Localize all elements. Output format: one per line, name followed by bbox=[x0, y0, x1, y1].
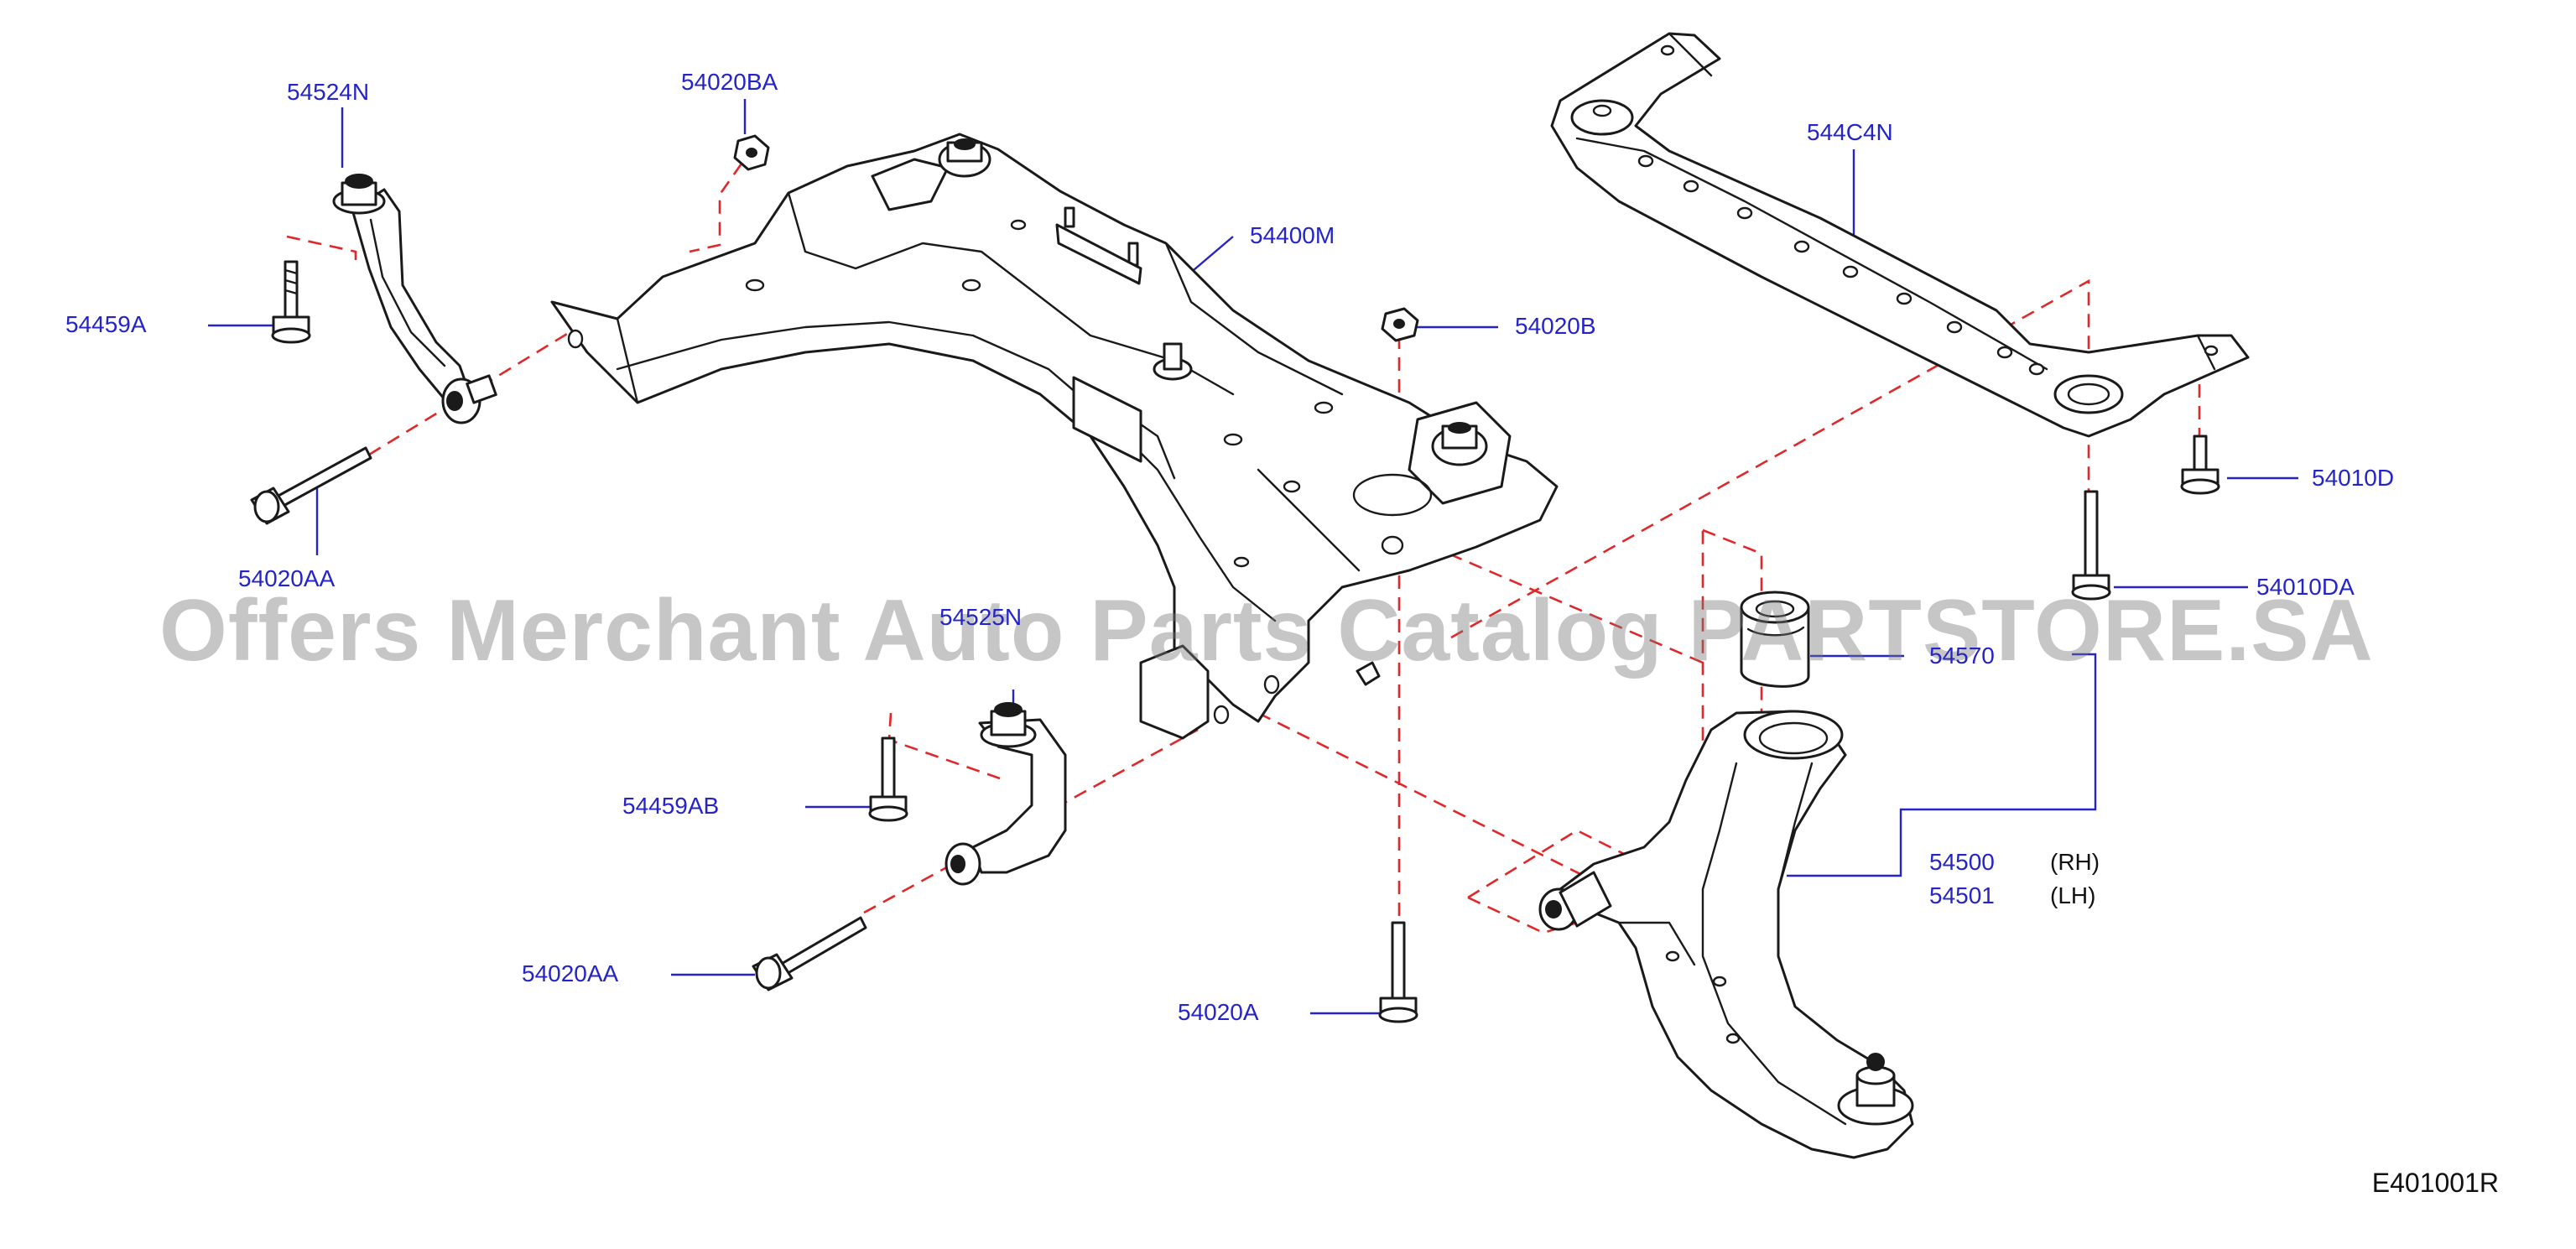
callout-54400M[interactable]: 54400M bbox=[1250, 222, 1335, 248]
bolt-54459A bbox=[271, 260, 311, 344]
bolt-54010DA bbox=[2071, 490, 2111, 601]
callout-54570[interactable]: 54570 bbox=[1929, 643, 1995, 669]
dash-54020BA bbox=[689, 163, 743, 253]
lower-arm-54500 bbox=[1538, 710, 1914, 1159]
dash-54459A bbox=[286, 235, 357, 267]
bushing-54570 bbox=[1740, 591, 1810, 688]
nut-54020BA bbox=[733, 134, 770, 171]
callout-54020B[interactable]: 54020B bbox=[1515, 313, 1596, 339]
drawing-code: E401001R bbox=[2371, 1168, 2499, 1198]
callout-54459A[interactable]: 54459A bbox=[65, 311, 147, 337]
dash-subframe-to-arm bbox=[1257, 711, 1595, 882]
callout-54500[interactable]: 54500 bbox=[1929, 849, 1995, 875]
callout-54010DA[interactable]: 54010DA bbox=[2256, 574, 2355, 600]
member-544C4N bbox=[1550, 32, 2250, 438]
bolt-54459AB bbox=[868, 736, 908, 822]
callout-54020AA-upper[interactable]: 54020AA bbox=[238, 565, 336, 591]
callout-54524N[interactable]: 54524N bbox=[287, 79, 370, 105]
callout-54501[interactable]: 54501 bbox=[1929, 882, 1995, 908]
dash-544C4N-to-subframe bbox=[1450, 278, 2090, 639]
bolt-54010D bbox=[2180, 435, 2220, 495]
link-54524N bbox=[332, 174, 497, 424]
link-54525N bbox=[945, 702, 1067, 886]
dash-54020AA-lower bbox=[863, 728, 1199, 914]
callout-54020AA-lower[interactable]: 54020AA bbox=[522, 960, 619, 986]
callout-54459AB[interactable]: 54459AB bbox=[622, 793, 720, 819]
callout-54010D[interactable]: 54010D bbox=[2312, 465, 2395, 491]
callout-54501-side: (LH) bbox=[2050, 882, 2096, 908]
callout-54020BA[interactable]: 54020BA bbox=[681, 69, 778, 95]
dash-arm-to-subframe bbox=[1467, 829, 1645, 899]
bolt-54020AA-lower bbox=[752, 916, 867, 991]
nut-54020B bbox=[1381, 307, 1419, 342]
dash-bushing-arm bbox=[1408, 535, 1704, 664]
callout-54020A[interactable]: 54020A bbox=[1178, 999, 1259, 1025]
callout-54500-side: (RH) bbox=[2050, 849, 2100, 875]
callout-54525N[interactable]: 54525N bbox=[939, 604, 1023, 630]
bolt-54020AA-upper bbox=[250, 446, 372, 525]
callout-544C4N[interactable]: 544C4N bbox=[1807, 119, 1893, 145]
subframe-54400M bbox=[550, 133, 1559, 740]
watermark: Offers Merchant Auto Parts Catalog PARTS… bbox=[159, 582, 2374, 679]
dash-arm-front bbox=[1467, 896, 1578, 934]
bolt-54020A bbox=[1378, 921, 1418, 1023]
